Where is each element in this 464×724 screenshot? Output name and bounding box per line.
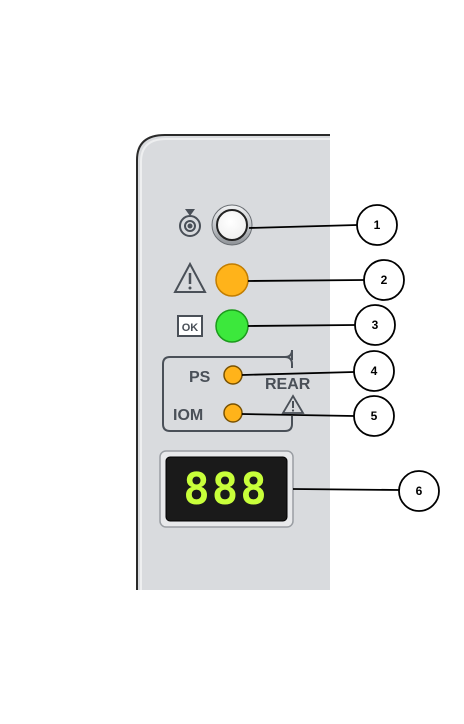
- callout-number: 4: [371, 364, 378, 378]
- callout-1: 1: [248, 204, 398, 246]
- panel-edge: [136, 134, 330, 590]
- callout-circle: [353, 395, 395, 437]
- callout-leader-line: [241, 413, 355, 417]
- callout-4: 4: [241, 350, 395, 392]
- callout-leader-line: [292, 488, 400, 491]
- rear-label: REAR: [265, 376, 311, 393]
- callout-number: 6: [416, 484, 423, 498]
- callout-leader-line: [248, 224, 358, 229]
- iom-label: IOM: [173, 407, 203, 424]
- warning-triangle-icon: [173, 261, 207, 293]
- callout-layer: 1 2 3 4 5 6: [241, 204, 440, 512]
- callout-3: 3: [247, 304, 396, 346]
- locator-target-icon: [179, 209, 201, 237]
- ps-led: [223, 365, 243, 385]
- iom-led: [223, 403, 243, 423]
- rear-group-bracket-top: [170, 356, 293, 368]
- rear-warning-icon: [281, 394, 305, 414]
- ok-icon: OK: [177, 315, 203, 337]
- callout-circle: [398, 470, 440, 512]
- callout-number: 5: [371, 409, 378, 423]
- ok-icon-text: OK: [182, 322, 199, 334]
- ps-label: PS: [189, 369, 211, 386]
- panel-inner-edge: [140, 138, 330, 590]
- callout-circle: [363, 259, 405, 301]
- display-readout: 888: [183, 464, 268, 515]
- callout-6: 6: [292, 470, 440, 512]
- fault-led: [215, 263, 249, 297]
- callout-leader-line: [247, 324, 356, 327]
- callout-circle: [356, 204, 398, 246]
- callout-number: 3: [372, 318, 379, 332]
- callout-2: 2: [247, 259, 405, 301]
- rear-group-bracket: [162, 349, 293, 432]
- ok-led: [215, 309, 249, 343]
- seven-segment-display: 888: [159, 450, 294, 528]
- callout-leader-line: [247, 279, 365, 282]
- callout-circle: [354, 304, 396, 346]
- callout-number: 1: [374, 218, 381, 232]
- callout-number: 2: [381, 273, 388, 287]
- callout-leader-line: [241, 371, 355, 376]
- callout-5: 5: [241, 395, 395, 437]
- locator-led: [211, 204, 253, 246]
- callout-circle: [353, 350, 395, 392]
